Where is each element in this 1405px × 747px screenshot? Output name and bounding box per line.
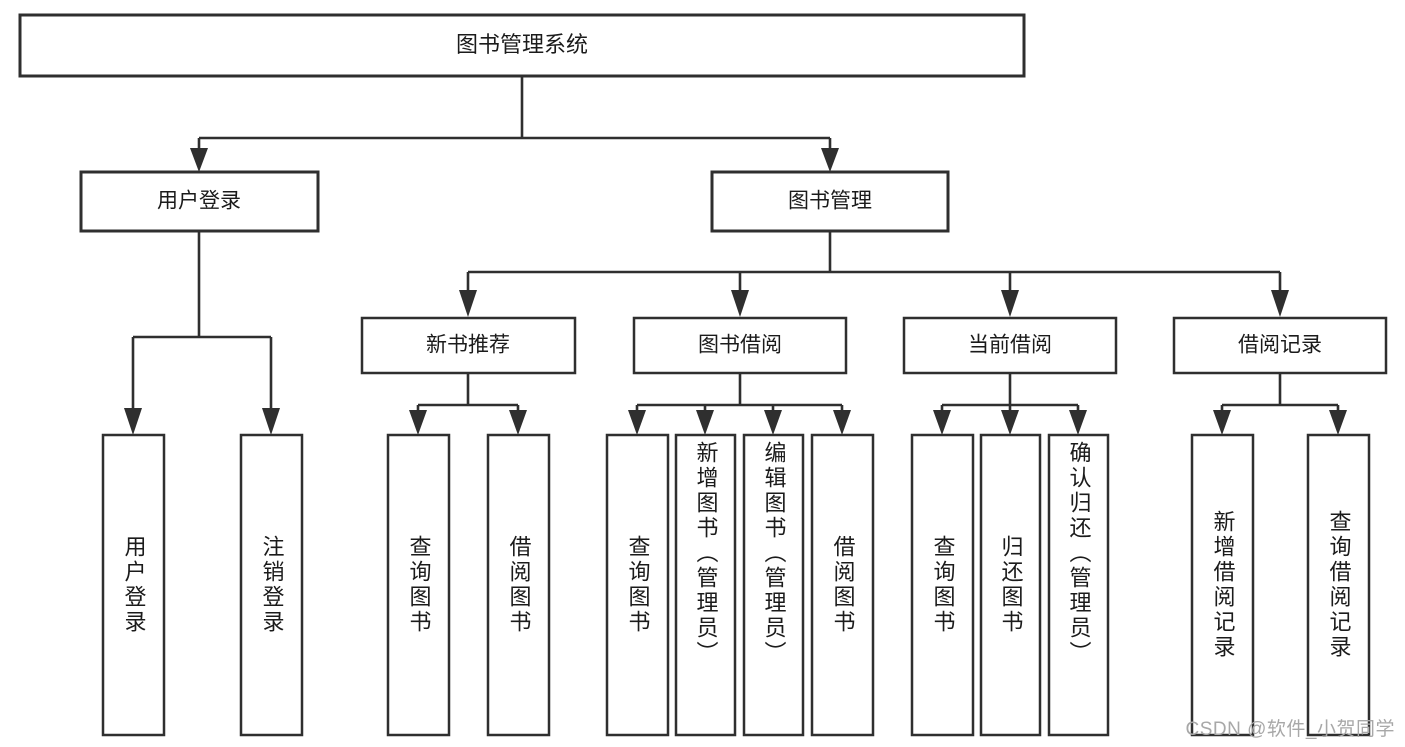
node-user-login[interactable]: 用户登录 (79, 170, 320, 233)
arrow-head-icon (833, 410, 851, 435)
arrow-head-icon (696, 410, 714, 435)
arrow-head-icon (124, 408, 142, 435)
node-book-borrow-box (632, 316, 848, 375)
arrow-head-icon (628, 410, 646, 435)
connector-currentborrow-to-leaves (933, 373, 1087, 435)
leaf-box-add-borrow-record[interactable] (1190, 433, 1255, 737)
node-user-login-label: 用户登录 (157, 190, 241, 213)
arrow-head-icon (409, 410, 427, 435)
node-current-borrow[interactable]: 当前借阅 (902, 316, 1118, 375)
arrow-head-icon (1001, 290, 1019, 317)
leaf-box-return-book[interactable] (979, 433, 1042, 737)
arrow-head-icon (731, 290, 749, 317)
node-book-borrow[interactable]: 图书借阅 (632, 316, 848, 375)
node-new-book-recommend-label: 新书推荐 (426, 334, 510, 357)
leaf-box-borrow-book-2[interactable] (810, 433, 875, 737)
node-borrow-record-label: 借阅记录 (1238, 334, 1322, 357)
node-root-box (18, 13, 1026, 78)
leaf-box-query-book-2[interactable] (605, 433, 670, 737)
leaf-box-confirm-return-admin[interactable] (1047, 433, 1110, 737)
node-new-book-recommend[interactable]: 新书推荐 (360, 316, 577, 375)
node-user-login-box (79, 170, 320, 233)
node-root-system[interactable]: 图书管理系统 (18, 13, 1026, 78)
leaf-box-borrow-book-1[interactable] (486, 433, 551, 737)
connector-root-to-level2 (190, 76, 839, 172)
arrow-head-icon (1271, 290, 1289, 317)
leaf-boxes-group (101, 433, 1371, 737)
connector-userlogin-to-leaves (124, 231, 280, 435)
connector-bookmgmt-to-level3 (459, 231, 1289, 317)
node-book-management-box (710, 170, 950, 233)
arrow-head-icon (190, 148, 208, 172)
leaf-box-user-login[interactable] (101, 433, 166, 737)
arrow-head-icon (764, 410, 782, 435)
arrow-head-icon (459, 290, 477, 317)
leaf-box-query-book-1[interactable] (386, 433, 451, 737)
arrow-head-icon (1329, 410, 1347, 435)
arrow-head-icon (262, 408, 280, 435)
leaf-box-edit-book-admin[interactable] (742, 433, 805, 737)
node-current-borrow-box (902, 316, 1118, 375)
node-root-label: 图书管理系统 (456, 32, 588, 57)
leaf-box-logout[interactable] (239, 433, 304, 737)
node-current-borrow-label: 当前借阅 (968, 334, 1052, 357)
arrow-head-icon (821, 148, 839, 172)
node-borrow-record[interactable]: 借阅记录 (1172, 316, 1388, 375)
leaf-box-add-book-admin[interactable] (674, 433, 737, 737)
arrow-head-icon (1001, 410, 1019, 435)
node-new-book-recommend-box (360, 316, 577, 375)
arrow-head-icon (1069, 410, 1087, 435)
connector-borrowrecord-to-leaves (1213, 373, 1347, 435)
arrow-head-icon (1213, 410, 1231, 435)
node-book-management[interactable]: 图书管理 (710, 170, 950, 233)
node-borrow-record-box (1172, 316, 1388, 375)
leaf-box-query-book-3[interactable] (910, 433, 975, 737)
connector-bookborrow-to-leaves (628, 373, 851, 435)
node-book-borrow-label: 图书借阅 (698, 334, 782, 357)
connector-newbook-to-leaves (409, 373, 527, 435)
watermark-text: CSDN @软件_小贺同学 (1185, 719, 1395, 740)
arrow-head-icon (933, 410, 951, 435)
arrow-head-icon (509, 410, 527, 435)
node-book-management-label: 图书管理 (788, 190, 872, 213)
leaf-box-query-borrow-record[interactable] (1306, 433, 1371, 737)
